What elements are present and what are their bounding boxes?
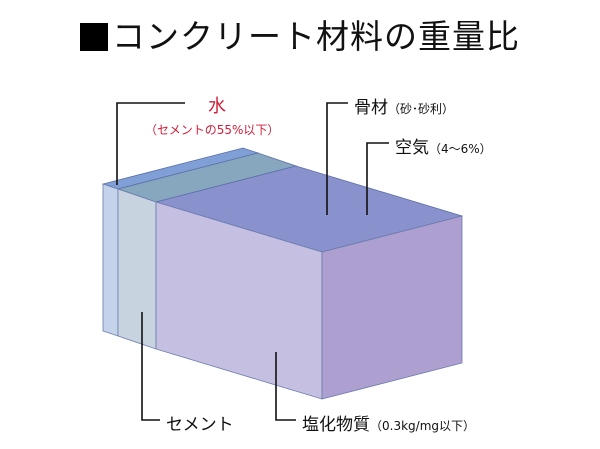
title-text: コンクリート材料の重量比 xyxy=(112,17,520,56)
water-leader-line xyxy=(116,102,185,185)
aggregate-leader-line xyxy=(326,102,348,215)
chloride-label: 塩化物質（0.3kg/mg以下） xyxy=(302,410,475,435)
cement-front-face xyxy=(117,188,157,350)
water-front-face xyxy=(102,183,119,337)
chloride-leader-line xyxy=(275,352,296,421)
aggregate-label-text: 骨材 xyxy=(354,98,388,118)
square-bullet-icon xyxy=(80,23,108,51)
cement-leader-line xyxy=(141,312,160,421)
page-title: コンクリート材料の重量比 xyxy=(0,10,600,58)
air-label: 空気（4〜6%） xyxy=(395,133,492,158)
air-label-text: 空気 xyxy=(395,138,429,158)
aggregate-note: （砂･砂利） xyxy=(388,102,455,116)
air-leader-line xyxy=(366,142,389,215)
chloride-note: （0.3kg/mg以下） xyxy=(370,419,476,433)
aggregate-label: 骨材（砂･砂利） xyxy=(354,93,454,118)
air-note: （4〜6%） xyxy=(429,142,492,156)
cement-label: セメント xyxy=(166,415,234,435)
block-right-face xyxy=(321,215,463,400)
water-label: 水 xyxy=(208,96,226,117)
water-note: （セメントの55%以下） xyxy=(145,123,280,137)
chloride-label-text: 塩化物質 xyxy=(302,415,370,435)
